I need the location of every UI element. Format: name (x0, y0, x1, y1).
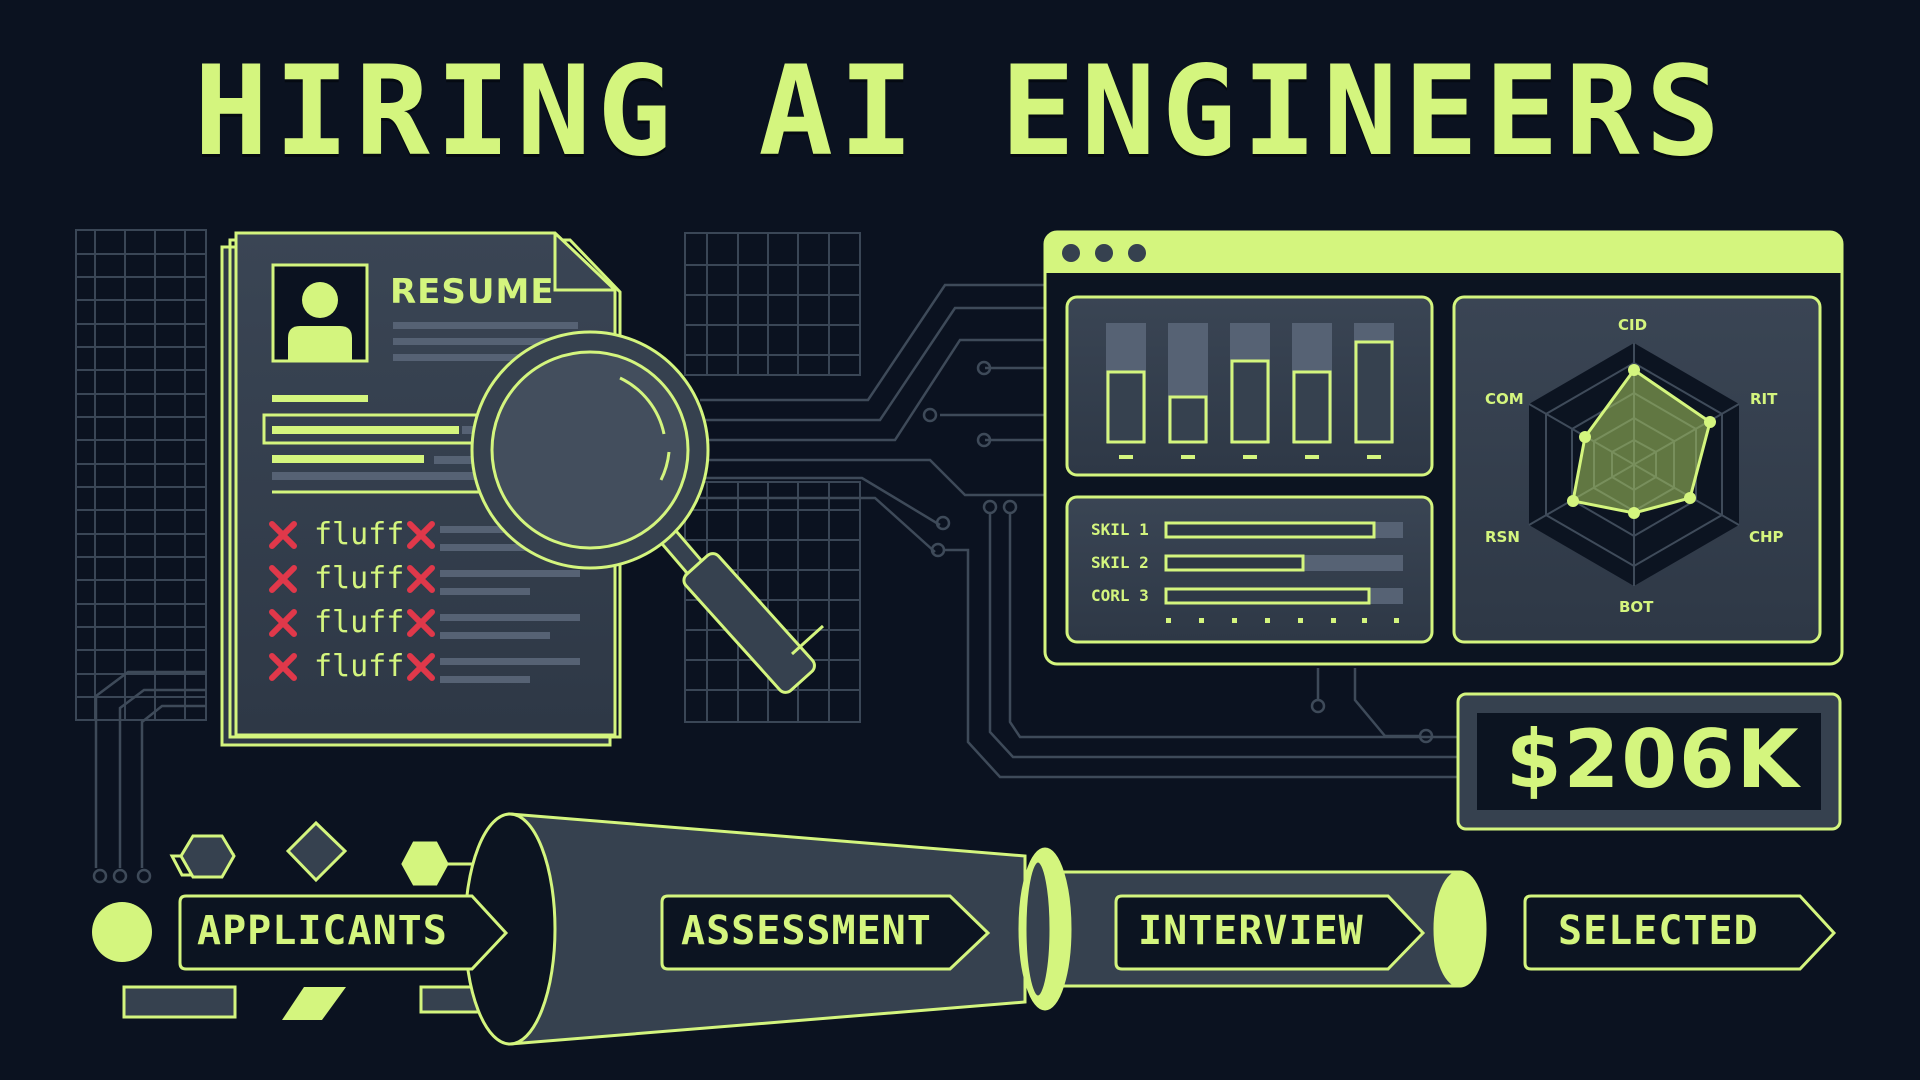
reject-x-icons (269, 521, 435, 681)
magnifying-glass-icon (470, 330, 825, 694)
radar-chart (1528, 343, 1740, 586)
radar-axis-label: COM (1485, 390, 1524, 408)
circuit-traces (92, 283, 1460, 884)
stage-selected: SELECTED (1558, 908, 1759, 954)
stage-assessment: ASSESSMENT (681, 908, 932, 954)
radar-axis-label: RIT (1750, 390, 1778, 408)
salary-value: $206K (1506, 713, 1801, 806)
resume-title: RESUME (390, 272, 555, 312)
rejected-item-label: fluff (314, 605, 405, 640)
rejected-item-label: fluff (314, 561, 405, 596)
stage-tags (178, 894, 1837, 971)
grid-left (75, 229, 207, 721)
stage-interview: INTERVIEW (1138, 908, 1364, 954)
skill-bars (1164, 521, 1403, 623)
skill-label: CORL 3 (1091, 586, 1149, 605)
rejected-item-label: fluff (314, 649, 405, 684)
radar-axis-label: RSN (1485, 528, 1520, 546)
radar-axis-label: BOT (1619, 598, 1654, 616)
salary-box (1456, 692, 1842, 831)
radar-axis-label: CID (1618, 316, 1648, 334)
stage-applicants: APPLICANTS (197, 908, 448, 954)
page-title: HIRING AI ENGINEERS (193, 40, 1727, 184)
bar-chart (1106, 323, 1394, 459)
skill-label: SKIL 1 (1091, 520, 1149, 539)
skill-label: SKIL 2 (1091, 553, 1149, 572)
radar-axis-label: CHP (1749, 528, 1784, 546)
rejected-item-label: fluff (314, 517, 405, 552)
